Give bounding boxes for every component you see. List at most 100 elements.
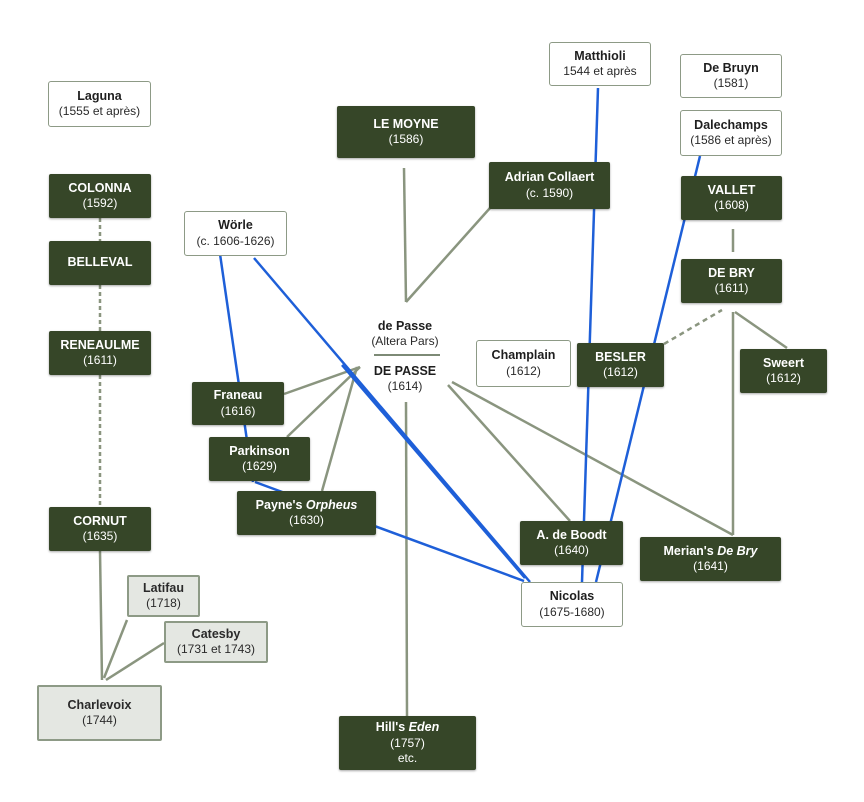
node-title: Wörle — [218, 218, 253, 233]
node-hills-eden[interactable]: Hill's Eden (1757) etc. — [339, 716, 476, 770]
node-worle[interactable]: Wörle (c. 1606-1626) — [184, 211, 287, 256]
node-date: (c. 1590) — [525, 185, 574, 200]
node-merians-de-bry[interactable]: Merian's De Bry (1641) — [640, 537, 781, 581]
node-title: A. de Boodt — [536, 527, 607, 542]
line-depasse-payne — [320, 366, 359, 492]
node-date: (1640) — [554, 543, 589, 558]
node-date: (1731 et 1743) — [176, 642, 256, 657]
node-vallet[interactable]: VALLET (1608) — [681, 176, 782, 220]
node-title: de Passe — [377, 318, 433, 333]
title-italic-text: Orpheus — [305, 497, 358, 512]
node-title: Dalechamps — [694, 117, 768, 132]
node-colonna[interactable]: COLONNA (1592) — [49, 174, 151, 218]
node-title: VALLET — [707, 182, 756, 197]
node-title: Franeau — [213, 388, 263, 403]
node-title: Hill's Eden — [376, 720, 439, 736]
node-charlevoix[interactable]: Charlevoix (1744) — [37, 685, 162, 741]
node-title: RENEAULME — [60, 337, 140, 352]
line-depasse-merian — [451, 380, 734, 537]
node-date: (1744) — [82, 713, 117, 728]
line-worle-nicolas — [253, 257, 531, 583]
node-latifau[interactable]: Latifau (1718) — [127, 575, 200, 617]
node-parkinson[interactable]: Parkinson (1629) — [209, 437, 310, 481]
title-text: Hill's — [375, 720, 409, 735]
line-catesby-charlevoix — [105, 641, 165, 682]
node-title: Adrian Collaert — [504, 170, 595, 185]
node-date: (Altera Pars) — [371, 334, 439, 349]
node-title: Parkinson — [229, 443, 290, 458]
node-le-moyne[interactable]: LE MOYNE (1586) — [337, 106, 475, 158]
node-title: COLONNA — [68, 180, 132, 195]
node-sweert[interactable]: Sweert (1612) — [740, 349, 827, 393]
node-date: (1718) — [146, 596, 181, 611]
line-debry-sweert — [734, 310, 788, 350]
node-date: (1641) — [693, 559, 728, 574]
line-besler-debry — [663, 308, 723, 346]
node-date: (1612) — [603, 365, 638, 380]
node-title: DE PASSE — [373, 363, 437, 378]
node-de-bry[interactable]: DE BRY (1611) — [681, 259, 782, 303]
line-collaert-depasse — [405, 207, 491, 303]
node-date: (c. 1606-1626) — [196, 233, 275, 248]
node-de-bruyn[interactable]: De Bruyn (1581) — [680, 54, 782, 98]
node-title: BESLER — [595, 349, 646, 364]
node-cornut[interactable]: CORNUT (1635) — [49, 507, 151, 551]
node-date: (1586) — [388, 132, 424, 147]
node-title: Charlevoix — [67, 697, 132, 712]
node-date: (1608) — [714, 198, 749, 213]
node-note: etc. — [397, 750, 418, 765]
node-matthioli[interactable]: Matthioli 1544 et après — [549, 42, 651, 86]
node-title: Nicolas — [549, 589, 595, 604]
title-text: Merian's — [663, 543, 718, 558]
node-catesby[interactable]: Catesby (1731 et 1743) — [164, 621, 268, 663]
line-depasse-hill — [404, 401, 409, 717]
node-belleval[interactable]: BELLEVAL — [49, 241, 151, 285]
node-a-de-boodt[interactable]: A. de Boodt (1640) — [520, 521, 623, 565]
node-date: (1616) — [220, 403, 256, 418]
node-title: De Bruyn — [703, 60, 759, 75]
node-laguna[interactable]: Laguna (1555 et après) — [48, 81, 151, 127]
node-date: (1629) — [242, 459, 277, 474]
line-lemoyne-depasse — [402, 167, 408, 303]
node-title: DE BRY — [708, 265, 755, 280]
node-date: (1592) — [82, 196, 118, 211]
title-italic-text: De Bry — [717, 543, 758, 558]
node-adrian-collaert[interactable]: Adrian Collaert (c. 1590) — [489, 162, 610, 209]
node-title: CORNUT — [73, 513, 127, 528]
node-title: Merian's De Bry — [664, 544, 758, 560]
node-date: (1586 et après) — [690, 133, 772, 148]
title-italic-text: Eden — [408, 720, 440, 735]
line-cornut-charlevoix — [98, 550, 104, 681]
line-depasse-deboodt — [447, 384, 571, 522]
node-title: Sweert — [763, 355, 804, 370]
line-depasse-parkinson — [286, 366, 361, 438]
node-date: (1612) — [506, 363, 541, 378]
node-dalechamps[interactable]: Dalechamps (1586 et après) — [680, 110, 782, 156]
node-date: (1611) — [714, 281, 749, 296]
node-paynes-orpheus[interactable]: Payne's Orpheus (1630) — [237, 491, 376, 535]
node-date: (1555 et après) — [58, 104, 141, 119]
node-date: 1544 et après — [563, 64, 637, 79]
node-title: BELLEVAL — [67, 255, 133, 270]
node-date: (1630) — [289, 513, 324, 528]
node-title: Matthioli — [574, 48, 626, 63]
node-title: Laguna — [77, 88, 122, 103]
node-besler[interactable]: BESLER (1612) — [577, 343, 664, 387]
node-nicolas[interactable]: Nicolas (1675-1680) — [521, 582, 623, 627]
node-title: Champlain — [491, 348, 556, 363]
node-date: (1675-1680) — [539, 604, 605, 619]
node-date: (1614) — [387, 379, 423, 394]
node-reneaulme[interactable]: RENEAULME (1611) — [49, 331, 151, 375]
node-date: (1635) — [82, 529, 118, 544]
node-franeau[interactable]: Franeau (1616) — [192, 382, 284, 425]
node-date: (1757) — [390, 735, 425, 750]
node-champlain[interactable]: Champlain (1612) — [476, 340, 571, 387]
node-title: Payne's Orpheus — [256, 498, 358, 514]
line-latifau-charlevoix — [102, 619, 129, 679]
divider-line — [374, 354, 440, 356]
node-date: (1611) — [83, 353, 117, 368]
node-de-passe[interactable]: DE PASSE (1614) — [355, 362, 455, 396]
node-title: Catesby — [191, 626, 241, 641]
node-de-passe-altera-pars[interactable]: de Passe (Altera Pars) — [355, 316, 455, 352]
